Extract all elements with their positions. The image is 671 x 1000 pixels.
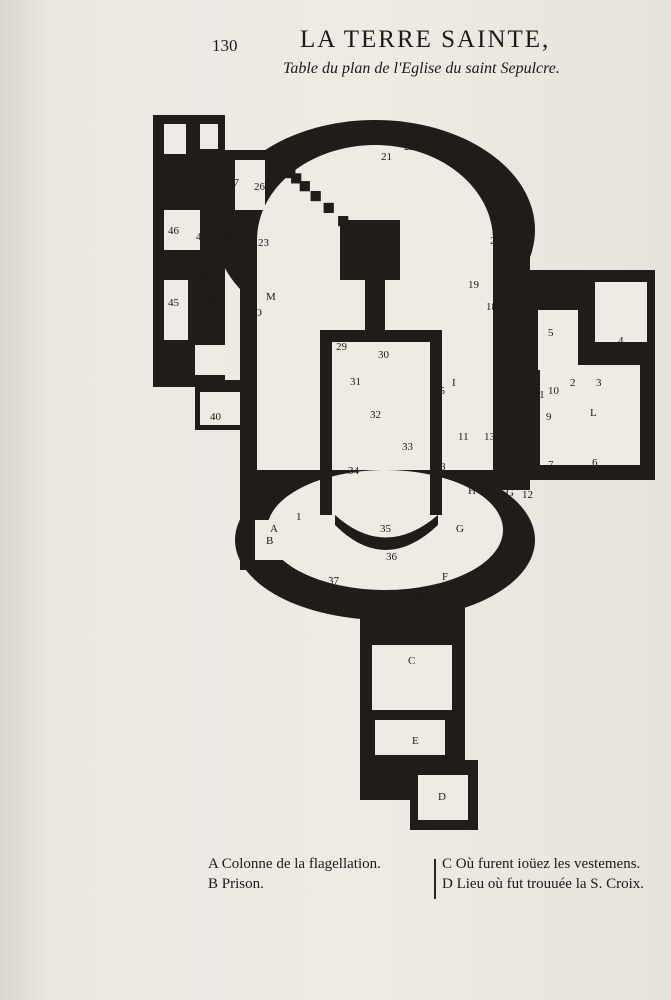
plan-label: 27 bbox=[228, 177, 240, 189]
rotunda-column bbox=[338, 216, 349, 227]
plan-label: 44 bbox=[174, 361, 186, 373]
plan-label: I bbox=[452, 377, 456, 389]
plan-label: 7 bbox=[548, 459, 554, 471]
legend-item-c: C Où furent ioüez les vestemens. bbox=[442, 856, 641, 872]
plan-label: 2 bbox=[570, 377, 576, 389]
plan-label: G bbox=[456, 523, 464, 535]
plan-label: G bbox=[506, 487, 514, 499]
legend-item-a: A Colonne de la flagellation. bbox=[208, 856, 381, 872]
plan-labels: 21 22 20 19 18 17 23 24 26 27 46 47 45 4… bbox=[168, 141, 624, 803]
plan-label: 8 bbox=[440, 461, 446, 473]
plan-label: 24 bbox=[222, 231, 234, 243]
rotunda-column bbox=[310, 191, 321, 202]
plan-label: 11 bbox=[458, 431, 469, 443]
rotunda-columns bbox=[282, 165, 380, 255]
plan-label: 15 bbox=[434, 385, 446, 397]
plan-label: K bbox=[378, 259, 386, 271]
rotunda-column bbox=[291, 173, 302, 184]
plan-label: 30 bbox=[378, 349, 390, 361]
legend-item-b: B Prison. bbox=[208, 876, 264, 892]
plan-label: 33 bbox=[402, 441, 414, 453]
rotunda-column bbox=[353, 230, 364, 241]
plan-label: 4 bbox=[618, 335, 624, 347]
running-head: 130 LA TERRE SAINTE, Table du plan de l'… bbox=[0, 26, 671, 86]
plan-label: 32 bbox=[370, 409, 381, 421]
plan-label: 46 bbox=[168, 225, 180, 237]
plan-label: A bbox=[270, 523, 278, 535]
plan-label: 12 bbox=[522, 489, 533, 501]
running-title: LA TERRE SAINTE, bbox=[300, 26, 551, 53]
plan-label: H bbox=[468, 485, 476, 497]
legend-divider bbox=[434, 859, 436, 899]
plan-legend: A Colonne de la flagellation. B Prison. … bbox=[0, 856, 671, 906]
plan-label: M bbox=[266, 291, 276, 303]
plan-label: 38 bbox=[380, 603, 392, 615]
plan-label: 29 bbox=[336, 341, 348, 353]
plan-title: Table du plan de l'Eglise du saint Sepul… bbox=[283, 60, 560, 77]
plan-label: 5 bbox=[548, 327, 554, 339]
plan-label: 6 bbox=[592, 457, 598, 469]
plan-label: 31 bbox=[350, 376, 361, 388]
rotunda-column bbox=[299, 181, 310, 192]
plan-label: E bbox=[412, 735, 419, 747]
plan-label: 37 bbox=[328, 575, 340, 587]
plan-label: 26 bbox=[254, 181, 266, 193]
plan-label: C bbox=[408, 655, 415, 667]
plan-label: 22 bbox=[404, 141, 415, 153]
plan-label: O bbox=[254, 307, 262, 319]
plan-label: 45 bbox=[168, 297, 180, 309]
plan-label: 39 bbox=[416, 591, 428, 603]
plan-label: 13 bbox=[484, 431, 496, 443]
plan-label: 36 bbox=[386, 551, 398, 563]
plan-label: 18 bbox=[486, 301, 498, 313]
plan-label: 9 bbox=[546, 411, 552, 423]
plan-label: 34 bbox=[348, 465, 360, 477]
plan-label: F bbox=[442, 571, 448, 583]
plan-label: 41 bbox=[208, 295, 219, 307]
plan-label: 47 bbox=[196, 231, 208, 243]
plan-label: 23 bbox=[258, 237, 270, 249]
plan-label: L bbox=[590, 407, 597, 419]
plan-label: 20 bbox=[490, 235, 502, 247]
plan-label: D bbox=[438, 791, 446, 803]
plan-label: 11 bbox=[534, 389, 545, 401]
plan-label: 19 bbox=[468, 279, 480, 291]
plan-label: 1 bbox=[296, 511, 302, 523]
rotunda-column bbox=[323, 202, 334, 213]
legend-item-d: D Lieu où fut trouuée la S. Croix. bbox=[442, 876, 645, 892]
plan-label: 3 bbox=[596, 377, 602, 389]
page-number: 130 bbox=[212, 36, 238, 55]
plan-label: 35 bbox=[380, 523, 392, 535]
rotunda-column bbox=[370, 245, 380, 255]
plan-label: 17 bbox=[500, 331, 512, 343]
rotunda-column bbox=[285, 168, 296, 179]
plan-label: 21 bbox=[381, 151, 392, 163]
plan-label: 40 bbox=[210, 411, 222, 423]
plan-label: B bbox=[266, 535, 273, 547]
plan-label: N bbox=[214, 307, 222, 319]
plan-label: 42 bbox=[198, 269, 209, 281]
plan-label: 14 bbox=[508, 447, 520, 459]
plan-label: 10 bbox=[548, 385, 560, 397]
